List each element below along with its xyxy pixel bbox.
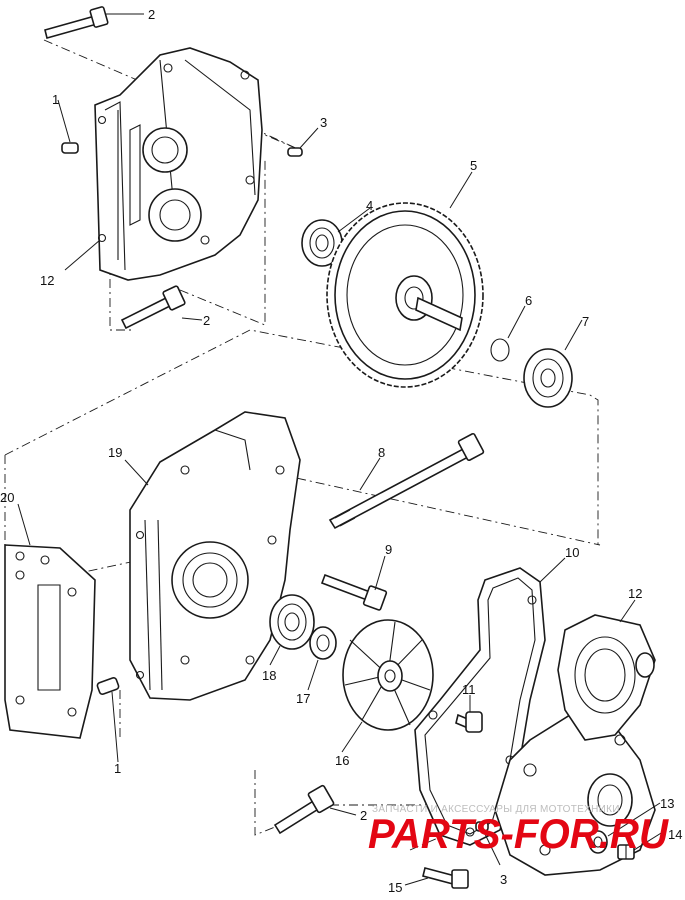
bolt-15 [422,867,469,889]
thermostat-housing-12 [557,614,656,741]
callout-17: 17 [296,691,310,706]
watermark: ЗАПЧАСТИ И АКСЕССУАРЫ ДЛЯ МОТОТЕХНИКИ PA… [368,804,670,857]
bolt-2-top [44,6,109,39]
callout-1-top: 1 [52,92,59,107]
bolt-2-middle [120,285,186,330]
upper-cover-12 [94,47,263,281]
callout-2-top: 2 [148,7,155,22]
gear-5 [326,202,484,388]
callout-8: 8 [378,445,385,460]
washer-13 [588,830,608,854]
callout-12-right: 12 [628,586,642,601]
callout-20: 20 [0,490,14,505]
dowel-pin-1-bottom [96,676,120,696]
bearing-7 [523,348,573,408]
watermark-brand: PARTS-FOR.RU [368,810,670,857]
bolt-2-bottom [273,784,335,835]
pump-cover [494,714,656,876]
bolt-9 [320,573,388,611]
oil-seal-18 [269,594,315,650]
dowel-pin-3-bottom [475,821,489,832]
water-pump-housing-19 [129,411,301,701]
callout-16: 16 [335,753,349,768]
callout-14: 14 [668,827,682,842]
callout-13: 13 [660,796,674,811]
callout-15: 15 [388,880,402,895]
gasket-20 [4,544,96,739]
callout-2-middle: 2 [203,313,210,328]
callout-1-bottom: 1 [114,761,121,776]
bolt-11 [455,711,483,733]
callout-10: 10 [565,545,579,560]
dowel-pin-1-top [61,142,79,154]
washer-17 [309,626,337,660]
callout-7: 7 [582,314,589,329]
circlip-6 [490,338,510,362]
leader-lines [17,13,667,886]
callout-11: 11 [462,682,476,697]
impeller-16 [342,619,434,731]
callout-6: 6 [525,293,532,308]
callout-3-top: 3 [320,115,327,130]
callout-3-bottom: 3 [500,872,507,887]
callout-19: 19 [108,445,122,460]
callout-labels: 2 1 3 4 5 12 2 6 7 8 19 20 9 10 12 18 11… [0,7,682,895]
dowel-pin-3-top [287,147,303,157]
callout-2-bottom: 2 [360,808,367,823]
long-bolt-8 [328,432,485,530]
drain-bolt-14 [617,844,635,860]
callout-18: 18 [262,668,276,683]
callout-12-top: 12 [40,273,54,288]
callout-4: 4 [366,198,373,213]
callout-5: 5 [470,158,477,173]
callout-9: 9 [385,542,392,557]
watermark-caption: ЗАПЧАСТИ И АКСЕССУАРЫ ДЛЯ МОТОТЕХНИКИ [372,804,620,815]
